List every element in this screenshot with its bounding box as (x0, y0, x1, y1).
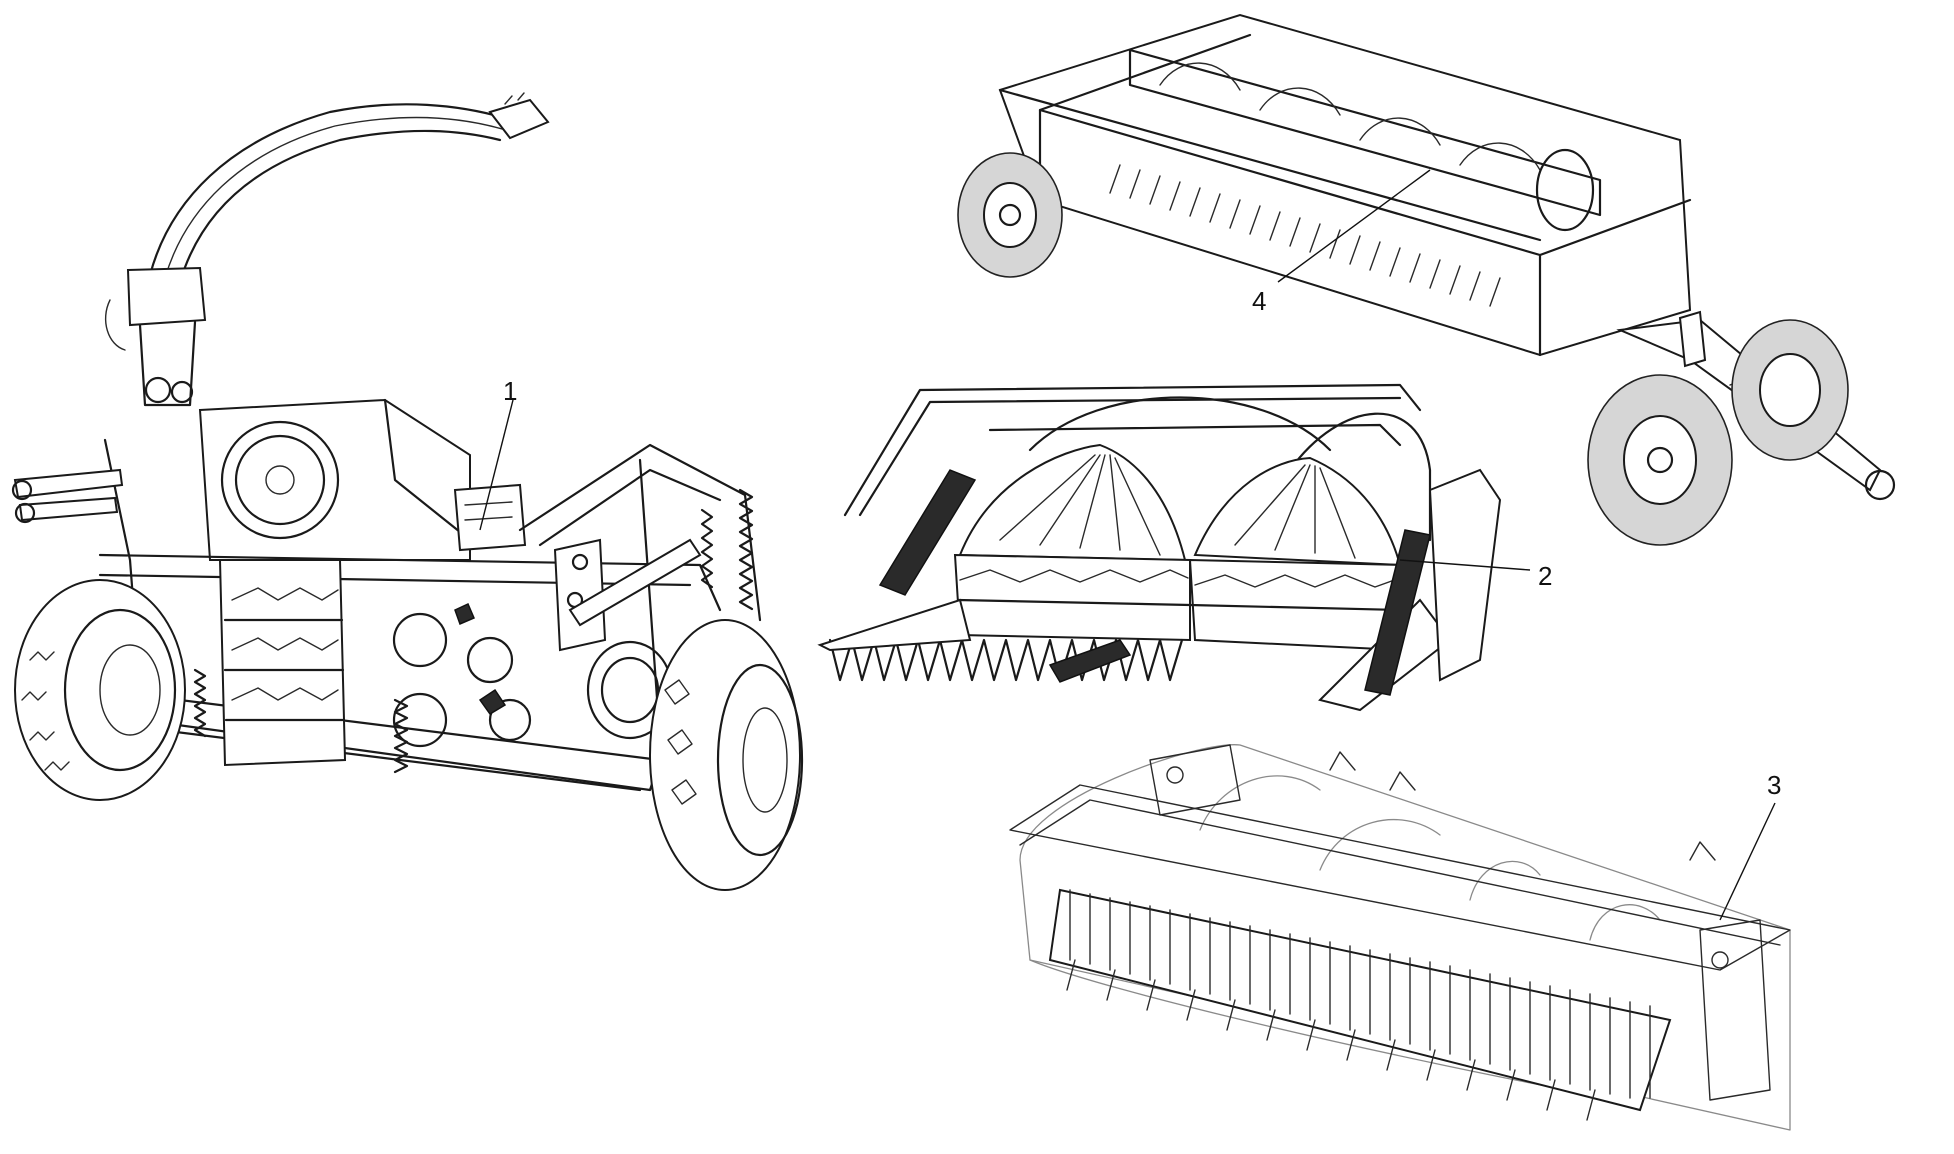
callout-3: 3 (1767, 770, 1782, 800)
trailed-header-icon (957, 13, 1896, 546)
rotary-header-icon (817, 383, 1531, 712)
callout-4: 4 (1252, 286, 1267, 316)
callout-1: 1 (503, 376, 518, 406)
forage-harvester-icon (11, 92, 804, 891)
callout-2: 2 (1538, 561, 1553, 591)
pickup-header-icon (1009, 744, 1791, 1131)
